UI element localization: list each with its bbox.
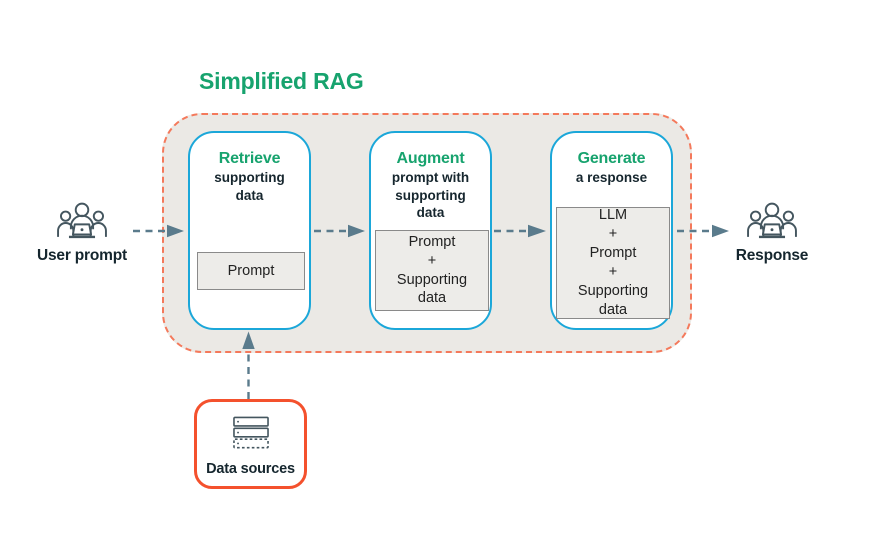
stage-retrieve: Retrieve supporting data Prompt bbox=[188, 131, 311, 330]
card-line: + bbox=[608, 264, 618, 280]
augment-card: Prompt + Supporting data bbox=[375, 230, 489, 311]
stage-augment-subtitle: prompt with supporting data bbox=[391, 170, 470, 221]
card-line: + bbox=[608, 226, 618, 243]
card-line: Prompt bbox=[227, 262, 275, 279]
generate-card: LLM + Prompt + Supporting data bbox=[556, 207, 670, 319]
stage-generate: Generate a response LLM + Prompt + Suppo… bbox=[550, 131, 673, 330]
stage-generate-subtitle: a response bbox=[575, 170, 648, 185]
stage-augment-title: Augment bbox=[396, 150, 465, 167]
card-line: LLM bbox=[598, 207, 628, 224]
card-line: Supporting data bbox=[577, 282, 649, 318]
retrieve-card: Prompt bbox=[197, 252, 305, 290]
card-line: + bbox=[427, 252, 437, 269]
diagram-title: Simplified RAG bbox=[199, 68, 364, 94]
data-sources-node: Data sources bbox=[194, 399, 307, 489]
stage-augment: Augment prompt with supporting data Prom… bbox=[369, 131, 492, 330]
database-stack-icon bbox=[229, 416, 273, 451]
response-actor: Response bbox=[697, 200, 847, 265]
user-prompt-label: User prompt bbox=[37, 247, 127, 264]
response-label: Response bbox=[735, 247, 809, 264]
stage-retrieve-title: Retrieve bbox=[218, 150, 281, 167]
user-prompt-actor: User prompt bbox=[7, 200, 157, 265]
stage-retrieve-subtitle: supporting data bbox=[214, 170, 285, 203]
people-with-laptop-icon bbox=[744, 200, 800, 242]
stage-generate-title: Generate bbox=[577, 150, 646, 167]
card-line: Supporting data bbox=[396, 271, 468, 307]
data-sources-label: Data sources bbox=[206, 461, 295, 477]
card-line: Prompt bbox=[408, 233, 456, 250]
card-line: Prompt bbox=[589, 245, 637, 262]
people-with-laptop-icon bbox=[54, 200, 110, 242]
